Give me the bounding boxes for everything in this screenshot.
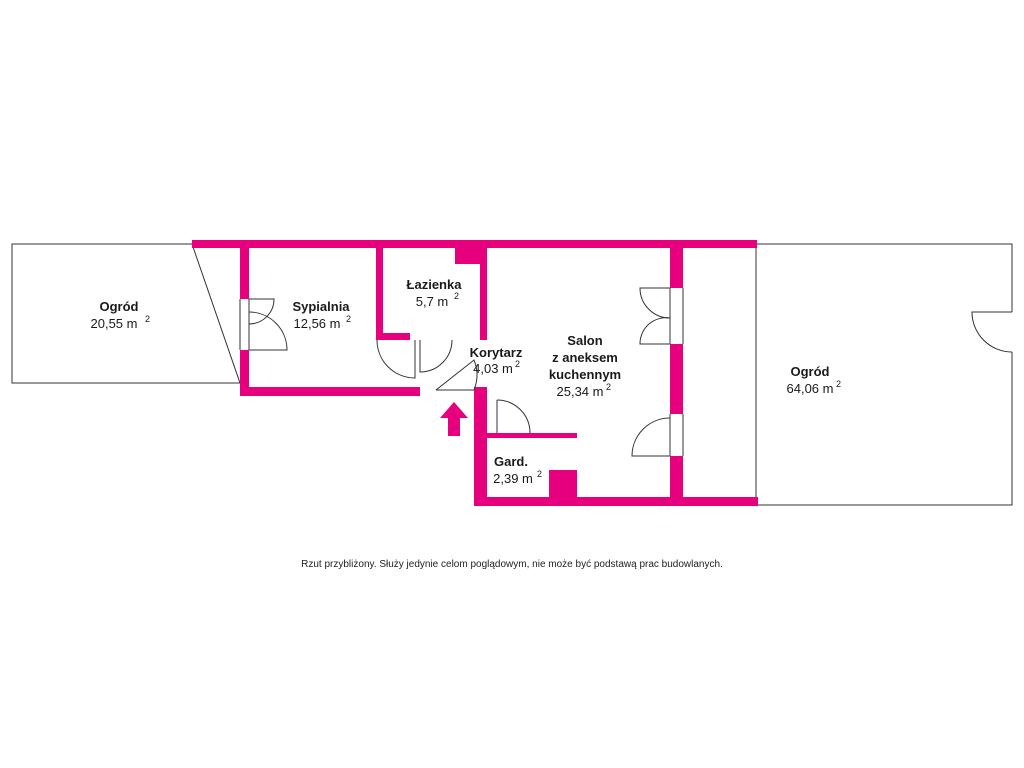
room-area-sup: 2 [454, 291, 459, 301]
room-area: 4,03 m [473, 361, 513, 376]
room-area-sup: 2 [537, 469, 542, 479]
room-area-sup: 2 [606, 382, 611, 392]
room-name: Ogród [100, 299, 139, 314]
room-name: Łazienka [407, 277, 463, 292]
room-area: 64,06 m [787, 381, 834, 396]
room-area-sup: 2 [346, 314, 351, 324]
entrance-arrow-icon [440, 402, 468, 436]
room-label-salon: Salon z aneksem kuchennym 25,34 m 2 [549, 333, 621, 399]
room-label-sypialnia: Sypialnia 12,56 m 2 [292, 299, 351, 331]
doors [239, 287, 1016, 457]
room-label-korytarz: Korytarz 4,03 m 2 [470, 345, 523, 376]
room-name: Gard. [494, 454, 528, 469]
room-label-garderoba: Gard. 2,39 m 2 [493, 454, 542, 486]
room-name: Sypialnia [292, 299, 350, 314]
room-area: 20,55 m [91, 316, 138, 331]
room-name-line-3: kuchennym [549, 367, 621, 382]
room-name-line-2: z aneksem [552, 350, 618, 365]
room-label-ogrod-left: Ogród 20,55 m 2 [91, 299, 151, 331]
garden-right-outline [755, 243, 1013, 506]
room-name: Korytarz [470, 345, 523, 360]
disclaimer-text: Rzut przybliżony. Służy jedynie celom po… [301, 559, 723, 570]
room-label-ogrod-right: Ogród 64,06 m 2 [787, 364, 842, 396]
room-name: Ogród [791, 364, 830, 379]
room-area: 5,7 m [416, 294, 449, 309]
room-area-sup: 2 [145, 314, 150, 324]
room-area-sup: 2 [836, 379, 841, 389]
room-area: 2,39 m [493, 471, 533, 486]
room-area-sup: 2 [515, 359, 520, 369]
room-area: 12,56 m [294, 316, 341, 331]
room-area: 25,34 m [557, 384, 604, 399]
room-label-lazienka: Łazienka 5,7 m 2 [407, 277, 463, 309]
room-name-line-1: Salon [567, 333, 602, 348]
garden-left-outline [11, 243, 241, 384]
